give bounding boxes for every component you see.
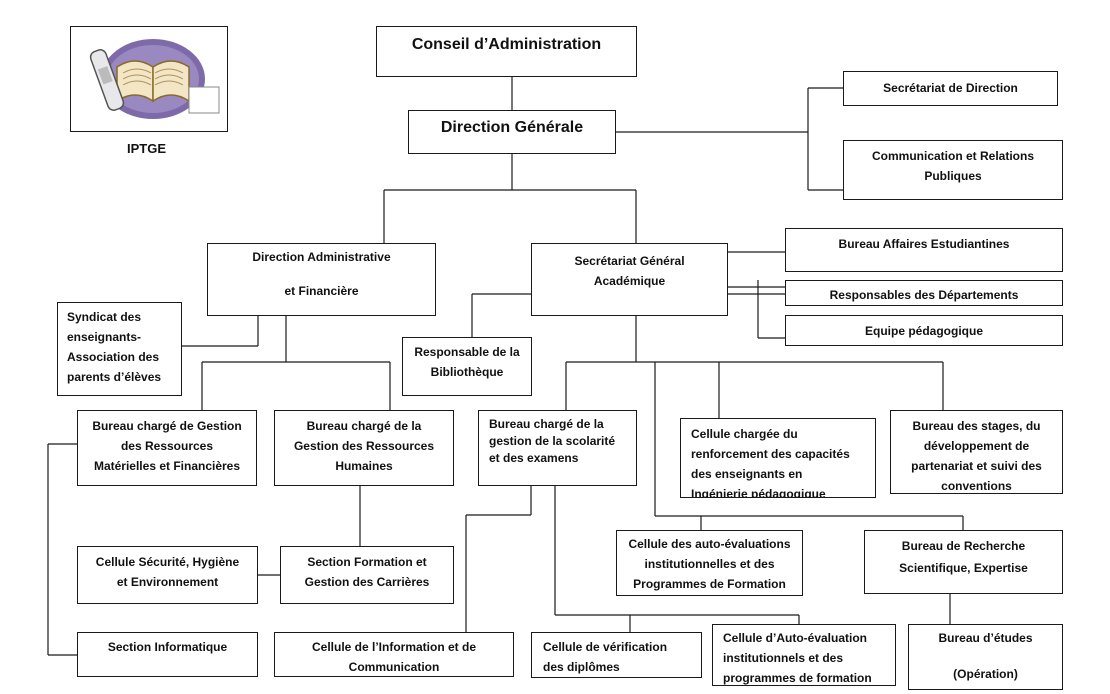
- bureau-stages-box: Bureau des stages, du développement de p…: [890, 410, 1063, 494]
- equipe-pedagogique-label: Equipe pédagogique: [864, 324, 983, 338]
- bureau-materielles-line-2: des Ressources: [120, 439, 214, 453]
- section-formation-box: Section Formation et Gestion des Carrièr…: [280, 546, 454, 604]
- direction-generale-box: Direction Générale: [408, 110, 616, 154]
- bureau-etudes-line-2: (Opération): [953, 667, 1018, 681]
- communication-box: Communication et Relations Publiques: [843, 140, 1063, 200]
- sga-line-2: Académique: [593, 274, 666, 288]
- daf-line-1: Direction Administrative: [252, 250, 391, 264]
- secretariat-direction-label: Secrétariat de Direction: [883, 81, 1018, 95]
- book-phone-logo-icon: [89, 39, 220, 119]
- responsables-departements-box: Responsables des Départements: [785, 280, 1063, 306]
- bureau-recherche-line-1: Bureau de Recherche: [901, 539, 1026, 553]
- conseil-administration-box: Conseil d’Administration: [376, 26, 637, 77]
- bureau-rh-line-2: Gestion des Ressources: [293, 439, 435, 453]
- cellule-capacites-box: Cellule chargée du renforcement des capa…: [680, 418, 876, 498]
- syndicat-line-1: Syndicat des: [67, 310, 142, 324]
- bureau-stages-line-4: conventions: [941, 479, 1012, 493]
- bureau-stages-line-3: partenariat et suivi des: [911, 459, 1042, 473]
- cellule-securite-box: Cellule Sécurité, Hygiène et Environneme…: [77, 546, 258, 604]
- cellule-auto-evaluations-box: Cellule des auto-évaluations institution…: [616, 530, 803, 596]
- bureau-materielles-line-1: Bureau chargé de Gestion: [92, 419, 242, 433]
- bureau-etudes-box: Bureau d’études (Opération): [908, 624, 1063, 690]
- bureau-stages-line-1: Bureau des stages, du: [912, 419, 1041, 433]
- cellule-auto-eval-line-2: institutionnelles et des: [644, 557, 775, 571]
- bureau-rh-line-1: Bureau chargé de la: [306, 419, 422, 433]
- cellule-auto-eval-line-3: Programmes de Formation: [633, 577, 786, 591]
- cellule-auto-evaluation-2-box: Cellule d’Auto-évaluation institutionnel…: [712, 624, 896, 686]
- conseil-administration-label: Conseil d’Administration: [411, 36, 602, 53]
- cellule-capacites-line-3: des enseignants en: [691, 467, 803, 481]
- affaires-estudiantines-label: Bureau Affaires Estudiantines: [838, 237, 1010, 251]
- cellule-capacites-line-4: Ingénierie pédagogique: [691, 487, 826, 498]
- cellule-verification-line-1: Cellule de vérification: [543, 640, 668, 654]
- bureau-etudes-line-1: Bureau d’études: [938, 631, 1033, 645]
- communication-line-1: Communication et Relations: [871, 149, 1035, 163]
- cellule-capacites-line-1: Cellule chargée du: [691, 427, 798, 441]
- cellule-securite-line-2: et Environnement: [116, 575, 219, 589]
- bureau-scolarite-line-1: Bureau chargé de la: [489, 417, 604, 431]
- cellule-information-line-2: Communication: [348, 660, 440, 674]
- secretariat-general-academique-box: Secrétariat Général Académique: [531, 243, 728, 316]
- bureau-ressources-materielles-box: Bureau chargé de Gestion des Ressources …: [77, 410, 257, 486]
- affaires-estudiantines-box: Bureau Affaires Estudiantines: [785, 228, 1063, 272]
- cellule-auto-eval-2-line-2: institutionnels et des: [723, 651, 844, 665]
- cellule-information-line-1: Cellule de l’Information et de: [311, 640, 477, 654]
- syndicat-box: Syndicat des enseignants- Association de…: [57, 302, 182, 396]
- bureau-recherche-box: Bureau de Recherche Scientifique, Expert…: [864, 530, 1063, 594]
- bureau-ressources-humaines-box: Bureau chargé de la Gestion des Ressourc…: [274, 410, 454, 486]
- cellule-capacites-line-2: renforcement des capacités: [691, 447, 850, 461]
- section-formation-line-2: Gestion des Carrières: [304, 575, 430, 589]
- sga-line-1: Secrétariat Général: [574, 254, 685, 268]
- cellule-securite-line-1: Cellule Sécurité, Hygiène: [95, 555, 240, 569]
- bureau-materielles-line-3: Matérielles et Financières: [93, 459, 241, 473]
- cellule-auto-eval-2-line-3: programmes de formation: [723, 671, 872, 685]
- secretariat-direction-box: Secrétariat de Direction: [843, 71, 1058, 106]
- bureau-recherche-line-2: Scientifique, Expertise: [899, 561, 1028, 575]
- logo-caption: IPTGE: [127, 141, 167, 156]
- cellule-auto-eval-line-1: Cellule des auto-évaluations: [628, 537, 791, 551]
- syndicat-line-4: parents d’élèves: [67, 370, 162, 384]
- bureau-scolarite-box: Bureau chargé de la gestion de la scolar…: [478, 410, 637, 486]
- cellule-auto-eval-2-line-1: Cellule d’Auto-évaluation: [723, 631, 868, 645]
- cellule-information-box: Cellule de l’Information et de Communica…: [274, 632, 514, 677]
- bureau-scolarite-line-2: gestion de la scolarité: [489, 434, 616, 448]
- bibliotheque-line-2: Bibliothèque: [430, 365, 504, 379]
- equipe-pedagogique-box: Equipe pédagogique: [785, 315, 1063, 346]
- bureau-rh-line-3: Humaines: [335, 459, 393, 473]
- section-formation-line-1: Section Formation et: [307, 555, 427, 569]
- bibliotheque-box: Responsable de la Bibliothèque: [402, 337, 532, 396]
- section-informatique-label: Section Informatique: [107, 640, 228, 654]
- logo-frame: [70, 26, 228, 132]
- cellule-verification-box: Cellule de vérification des diplômes: [531, 632, 702, 678]
- syndicat-line-2: enseignants-: [67, 330, 142, 344]
- direction-generale-label: Direction Générale: [440, 119, 584, 136]
- communication-line-2: Publiques: [924, 169, 982, 183]
- daf-line-2: et Financière: [284, 284, 359, 298]
- section-informatique-box: Section Informatique: [77, 632, 258, 677]
- direction-administrative-box: Direction Administrative et Financière: [207, 243, 436, 316]
- responsables-departements-label: Responsables des Départements: [829, 288, 1019, 302]
- bureau-stages-line-2: développement de: [923, 439, 1030, 453]
- bibliotheque-line-1: Responsable de la: [414, 345, 520, 359]
- cellule-verification-line-2: des diplômes: [543, 660, 620, 674]
- bureau-scolarite-line-3: et des examens: [489, 451, 579, 465]
- syndicat-line-3: Association des: [67, 350, 160, 364]
